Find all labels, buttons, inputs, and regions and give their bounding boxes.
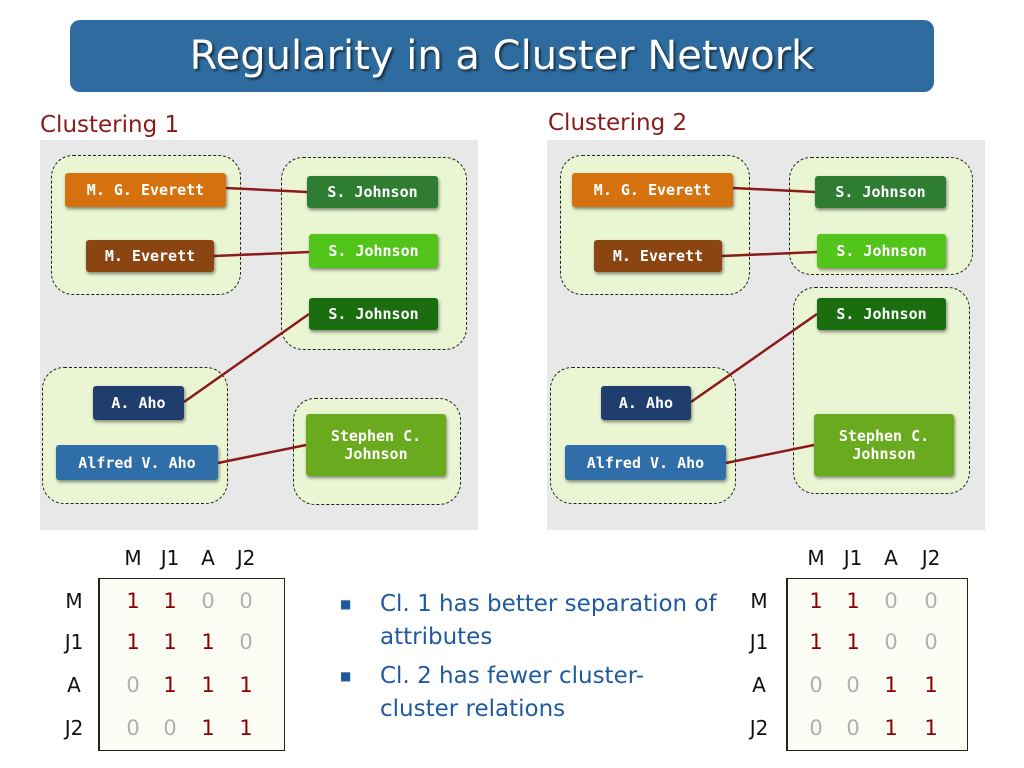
matrix-col-label: A [201, 546, 215, 570]
matrix-cell: 1 [809, 589, 823, 613]
bullet-text: Cl. 1 has better separation of attribute… [380, 591, 717, 650]
bullet-item: ■ Cl. 2 has fewer cluster-cluster relati… [340, 660, 720, 726]
clustering-1-label: Clustering 1 [40, 112, 180, 138]
node-stephen-c-johnson: Stephen C. Johnson [306, 414, 446, 476]
node-alfred-v-aho: Alfred V. Aho [565, 445, 726, 480]
matrix-cell: 0 [126, 716, 140, 740]
node-s-johnson: S. Johnson [309, 234, 438, 268]
matrix-cell: 1 [884, 673, 898, 697]
matrix-cell: 0 [163, 716, 177, 740]
node-a-aho: A. Aho [601, 386, 691, 420]
matrix-cell: 0 [884, 630, 898, 654]
slide-title: Regularity in a Cluster Network [189, 33, 815, 79]
matrix-col-label: A [884, 546, 898, 570]
node-mg-everett: M. G. Everett [65, 173, 226, 207]
matrix-cell: 0 [924, 589, 938, 613]
matrix-cell: 1 [846, 589, 860, 613]
node-alfred-v-aho: Alfred V. Aho [56, 445, 218, 480]
matrix-col-label: J2 [236, 546, 256, 570]
bullet-text: Cl. 2 has fewer cluster-cluster relation… [380, 663, 645, 722]
matrix-cell: 1 [201, 673, 215, 697]
matrix-row-label: J2 [749, 716, 769, 740]
matrix-cell: 0 [201, 589, 215, 613]
matrix-cell: 0 [239, 589, 253, 613]
matrix-cell: 1 [201, 630, 215, 654]
node-a-aho: A. Aho [93, 386, 184, 420]
matrix-cell: 0 [846, 673, 860, 697]
matrix-cell: 1 [924, 716, 938, 740]
matrix-cell: 0 [846, 716, 860, 740]
matrix-cell: 1 [163, 673, 177, 697]
node-s-johnson: S. Johnson [817, 298, 946, 330]
matrix-col-label: J1 [160, 546, 180, 570]
node-s-johnson: S. Johnson [307, 176, 438, 208]
matrix-cell: 1 [201, 716, 215, 740]
bullet-item: ■ Cl. 1 has better separation of attribu… [340, 588, 720, 654]
matrix-cell: 0 [924, 630, 938, 654]
matrix-cell: 1 [126, 589, 140, 613]
node-stephen-c-johnson: Stephen C. Johnson [814, 414, 954, 476]
title-banner: Regularity in a Cluster Network [70, 20, 934, 92]
clustering-2-label: Clustering 2 [548, 110, 688, 136]
matrix-col-label: J1 [843, 546, 863, 570]
node-s-johnson: S. Johnson [815, 176, 946, 208]
node-m-everett: M. Everett [594, 240, 722, 272]
matrix-row-label: A [67, 673, 81, 697]
matrix-cell: 0 [809, 716, 823, 740]
square-bullet-icon: ■ [340, 669, 352, 683]
square-bullet-icon: ■ [340, 597, 352, 611]
node-s-johnson: S. Johnson [817, 234, 946, 268]
matrix-col-label: M [807, 546, 825, 570]
node-mg-everett: M. G. Everett [572, 173, 733, 207]
matrix-cell: 1 [239, 716, 253, 740]
matrix-cell: 0 [884, 589, 898, 613]
matrix-cell: 1 [924, 673, 938, 697]
matrix-row-label: A [752, 673, 766, 697]
node-s-johnson: S. Johnson [309, 298, 438, 330]
node-m-everett: M. Everett [86, 240, 214, 272]
matrix-cell: 0 [239, 630, 253, 654]
matrix-cell: 1 [163, 630, 177, 654]
matrix-row-label: M [750, 589, 768, 613]
matrix-col-label: J2 [921, 546, 941, 570]
matrix-cell: 1 [809, 630, 823, 654]
matrix-row-label: J1 [64, 630, 84, 654]
matrix-cell: 1 [846, 630, 860, 654]
matrix-cell: 0 [126, 673, 140, 697]
matrix-cell: 0 [809, 673, 823, 697]
matrix-row-label: M [65, 589, 83, 613]
matrix-cell: 1 [884, 716, 898, 740]
matrix-cell: 1 [163, 589, 177, 613]
matrix-row-label: J2 [64, 716, 84, 740]
matrix-row-label: J1 [749, 630, 769, 654]
matrix-1-box [98, 578, 285, 751]
bullet-list: ■ Cl. 1 has better separation of attribu… [340, 588, 720, 732]
matrix-col-label: M [124, 546, 142, 570]
matrix-cell: 1 [239, 673, 253, 697]
matrix-cell: 1 [126, 630, 140, 654]
matrix-2-box [786, 578, 968, 751]
